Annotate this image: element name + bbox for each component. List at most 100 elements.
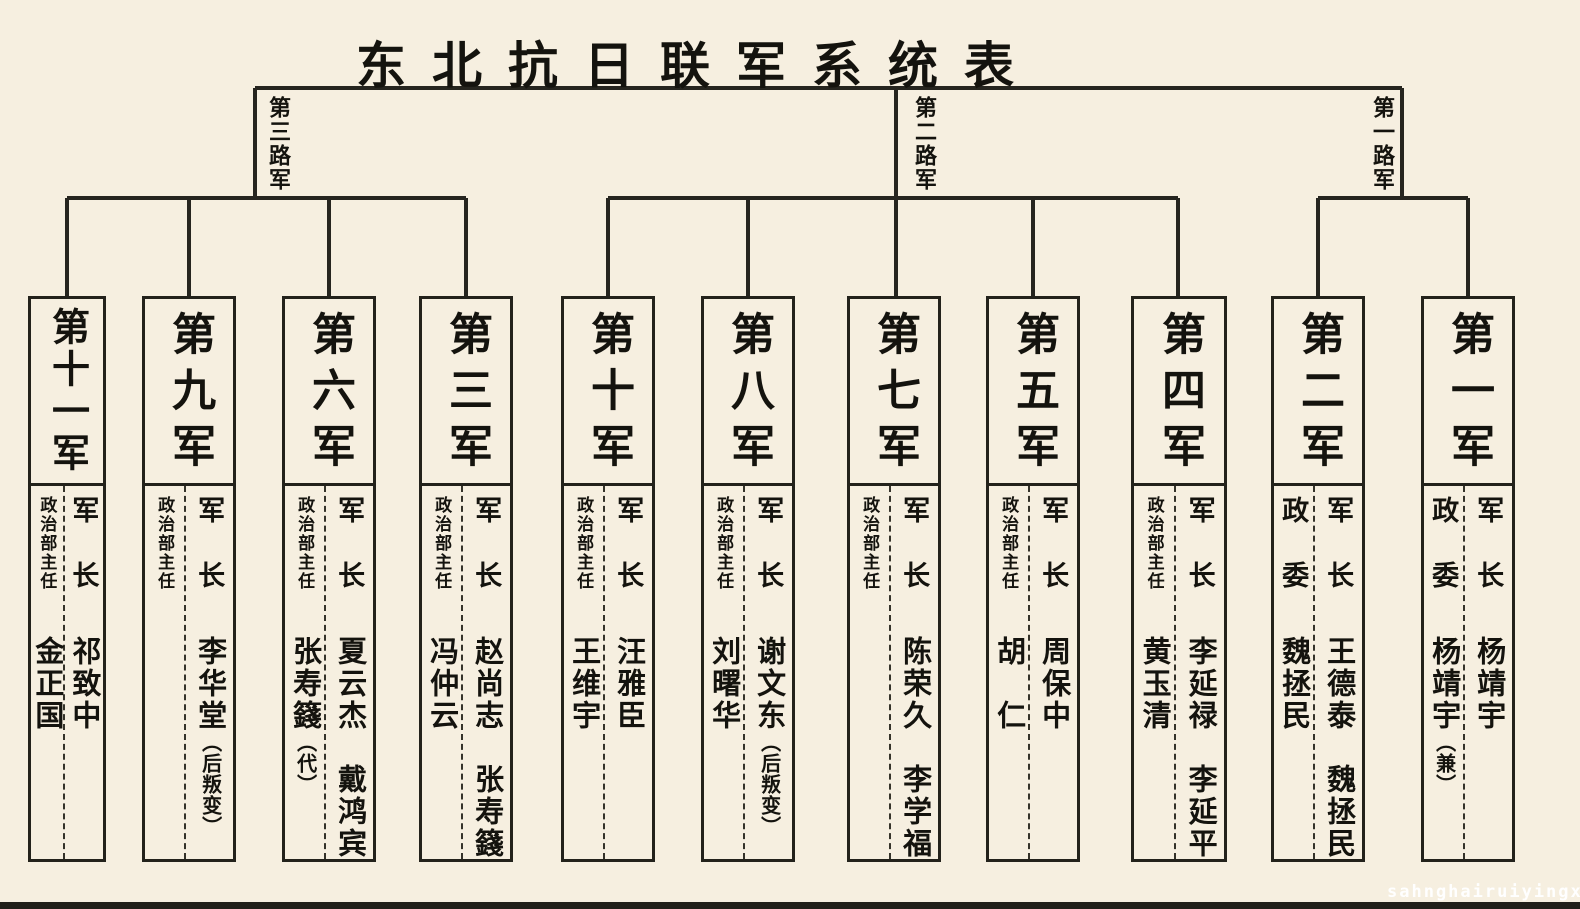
army-body: 政治部主任 刘曙华 军长 谢文东（后叛变）: [701, 483, 795, 862]
commander-title: 军长: [1323, 496, 1354, 626]
army-name: 第五军: [1009, 311, 1058, 479]
army-box-9: 第九军 政治部主任 军长 李华堂（后叛变）: [142, 296, 236, 862]
watermark: sahnghairuiyingxuan.co: [1387, 882, 1580, 902]
political-column: 政治部主任 刘曙华: [704, 486, 746, 859]
political-column: 政治部主任 王维宇: [564, 486, 606, 859]
political-column: 政委 魏拯民: [1274, 486, 1316, 859]
commander-column: 军长 祁致中: [65, 486, 103, 859]
commander-names: 陈荣久 李学福: [898, 636, 931, 860]
commander-column: 军长 赵尚志 张寿籛: [463, 486, 510, 860]
political-column: 政治部主任 黄玉清: [1134, 486, 1177, 859]
army-name: 第十一军: [45, 307, 88, 475]
commander-names: 李华堂（后叛变）: [193, 636, 226, 837]
political-title: 政治部主任: [860, 496, 880, 591]
commander-title: 军长: [68, 496, 99, 626]
army-body: 政治部主任 军长 陈荣久 李学福: [847, 483, 941, 862]
commander-title: 军长: [471, 496, 502, 626]
army-box-4: 第四军 政治部主任 黄玉清 军长 李延禄 李延平: [1131, 296, 1227, 862]
political-column: 政治部主任: [145, 486, 187, 859]
route-label-third-route-army: 第三路军: [266, 96, 291, 192]
army-name-header: 第三军: [419, 296, 513, 486]
army-name-header: 第四军: [1131, 296, 1227, 486]
army-body: 政治部主任 军长 李华堂（后叛变）: [142, 483, 236, 862]
army-name: 第七军: [870, 311, 919, 479]
army-name-header: 第六军: [282, 296, 376, 486]
army-name-header: 第十军: [561, 296, 655, 486]
political-column: 政治部主任 张寿籛（代）: [285, 486, 327, 859]
commander-names: 赵尚志 张寿籛: [470, 636, 503, 860]
commander-names: 王德泰 魏拯民: [1322, 636, 1355, 860]
political-title: 政治部主任: [432, 496, 452, 591]
army-body: 政治部主任 胡 仁 军长 周保中: [986, 483, 1080, 862]
political-names: 冯仲云: [425, 636, 458, 732]
army-box-10: 第十军 政治部主任 王维宇 军长 汪雅臣: [561, 296, 655, 862]
army-body: 政治部主任 王维宇 军长 汪雅臣: [561, 483, 655, 862]
bottom-edge-strip: [0, 902, 1580, 909]
commander-names: 李延禄 李延平: [1184, 636, 1217, 860]
army-name-header: 第十一军: [28, 296, 106, 486]
political-names: 张寿籛（代）: [288, 636, 321, 795]
political-title: 政治部主任: [714, 496, 734, 591]
army-body: 政委 杨靖宇（兼） 军长 杨靖宇: [1421, 483, 1515, 862]
army-name-header: 第八军: [701, 296, 795, 486]
army-box-11: 第十一军 政治部主任 金正国 军长 祁致中: [28, 296, 106, 862]
army-name-header: 第五军: [986, 296, 1080, 486]
commander-title: 军长: [1038, 496, 1069, 626]
political-column: 政委 杨靖宇（兼）: [1424, 486, 1466, 859]
army-name-header: 第九军: [142, 296, 236, 486]
commander-column: 军长 杨靖宇: [1465, 486, 1512, 859]
commander-column: 军长 李延禄 李延平: [1176, 486, 1224, 860]
commander-title: 军长: [1184, 496, 1215, 626]
army-name: 第二军: [1294, 311, 1343, 479]
commander-names: 杨靖宇: [1472, 636, 1505, 732]
army-box-6: 第六军 政治部主任 张寿籛（代） 军长 夏云杰 戴鸿宾: [282, 296, 376, 862]
route-label-second-route-army: 第二路军: [912, 96, 937, 192]
political-title: 政治部主任: [295, 496, 315, 591]
commander-title: 军长: [753, 496, 784, 626]
route-label-first-route-army: 第一路军: [1370, 96, 1395, 192]
commander-column: 军长 李华堂（后叛变）: [186, 486, 233, 859]
political-names: 王维宇: [567, 636, 600, 732]
page-title: 东北抗日联军系统表: [356, 38, 1040, 94]
army-name: 第十军: [584, 311, 633, 479]
commander-names: 谢文东（后叛变）: [752, 636, 785, 837]
political-column: 政治部主任 胡 仁: [989, 486, 1031, 859]
army-body: 政治部主任 金正国 军长 祁致中: [28, 483, 106, 862]
political-names: 胡 仁: [992, 636, 1025, 732]
commander-column: 军长 汪雅臣: [605, 486, 652, 859]
commander-column: 军长 陈荣久 李学福: [891, 486, 938, 860]
commander-column: 军长 王德泰 魏拯民: [1315, 486, 1362, 860]
army-box-3: 第三军 政治部主任 冯仲云 军长 赵尚志 张寿籛: [419, 296, 513, 862]
army-name: 第四军: [1155, 311, 1204, 479]
army-name: 第三军: [442, 311, 491, 479]
political-column: 政治部主任 冯仲云: [422, 486, 464, 859]
commander-names: 祁致中: [67, 636, 100, 732]
army-box-8: 第八军 政治部主任 刘曙华 军长 谢文东（后叛变）: [701, 296, 795, 862]
army-box-7: 第七军 政治部主任 军长 陈荣久 李学福: [847, 296, 941, 862]
commander-title: 军长: [899, 496, 930, 626]
army-name: 第八军: [724, 311, 773, 479]
commander-names: 周保中: [1037, 636, 1070, 732]
army-name: 第六军: [305, 311, 354, 479]
army-box-5: 第五军 政治部主任 胡 仁 军长 周保中: [986, 296, 1080, 862]
army-body: 政治部主任 冯仲云 军长 赵尚志 张寿籛: [419, 483, 513, 862]
political-title: 政治部主任: [999, 496, 1019, 591]
army-name-header: 第七军: [847, 296, 941, 486]
political-names: 杨靖宇（兼）: [1427, 636, 1460, 795]
army-body: 政治部主任 张寿籛（代） 军长 夏云杰 戴鸿宾: [282, 483, 376, 862]
commander-names: 夏云杰 戴鸿宾: [333, 636, 366, 860]
political-title: 政委: [1428, 496, 1459, 626]
army-name-header: 第二军: [1271, 296, 1365, 486]
commander-title: 军长: [1473, 496, 1504, 626]
army-name: 第九军: [165, 311, 214, 479]
commander-column: 军长 夏云杰 戴鸿宾: [326, 486, 373, 860]
army-box-2: 第二军 政委 魏拯民 军长 王德泰 魏拯民: [1271, 296, 1365, 862]
commander-names: 汪雅臣: [612, 636, 645, 732]
political-column: 政治部主任 金正国: [31, 486, 65, 859]
political-title: 政治部主任: [574, 496, 594, 591]
political-names: 魏拯民: [1277, 636, 1310, 732]
army-name-header: 第一军: [1421, 296, 1515, 486]
political-title: 政治部主任: [1144, 496, 1164, 591]
